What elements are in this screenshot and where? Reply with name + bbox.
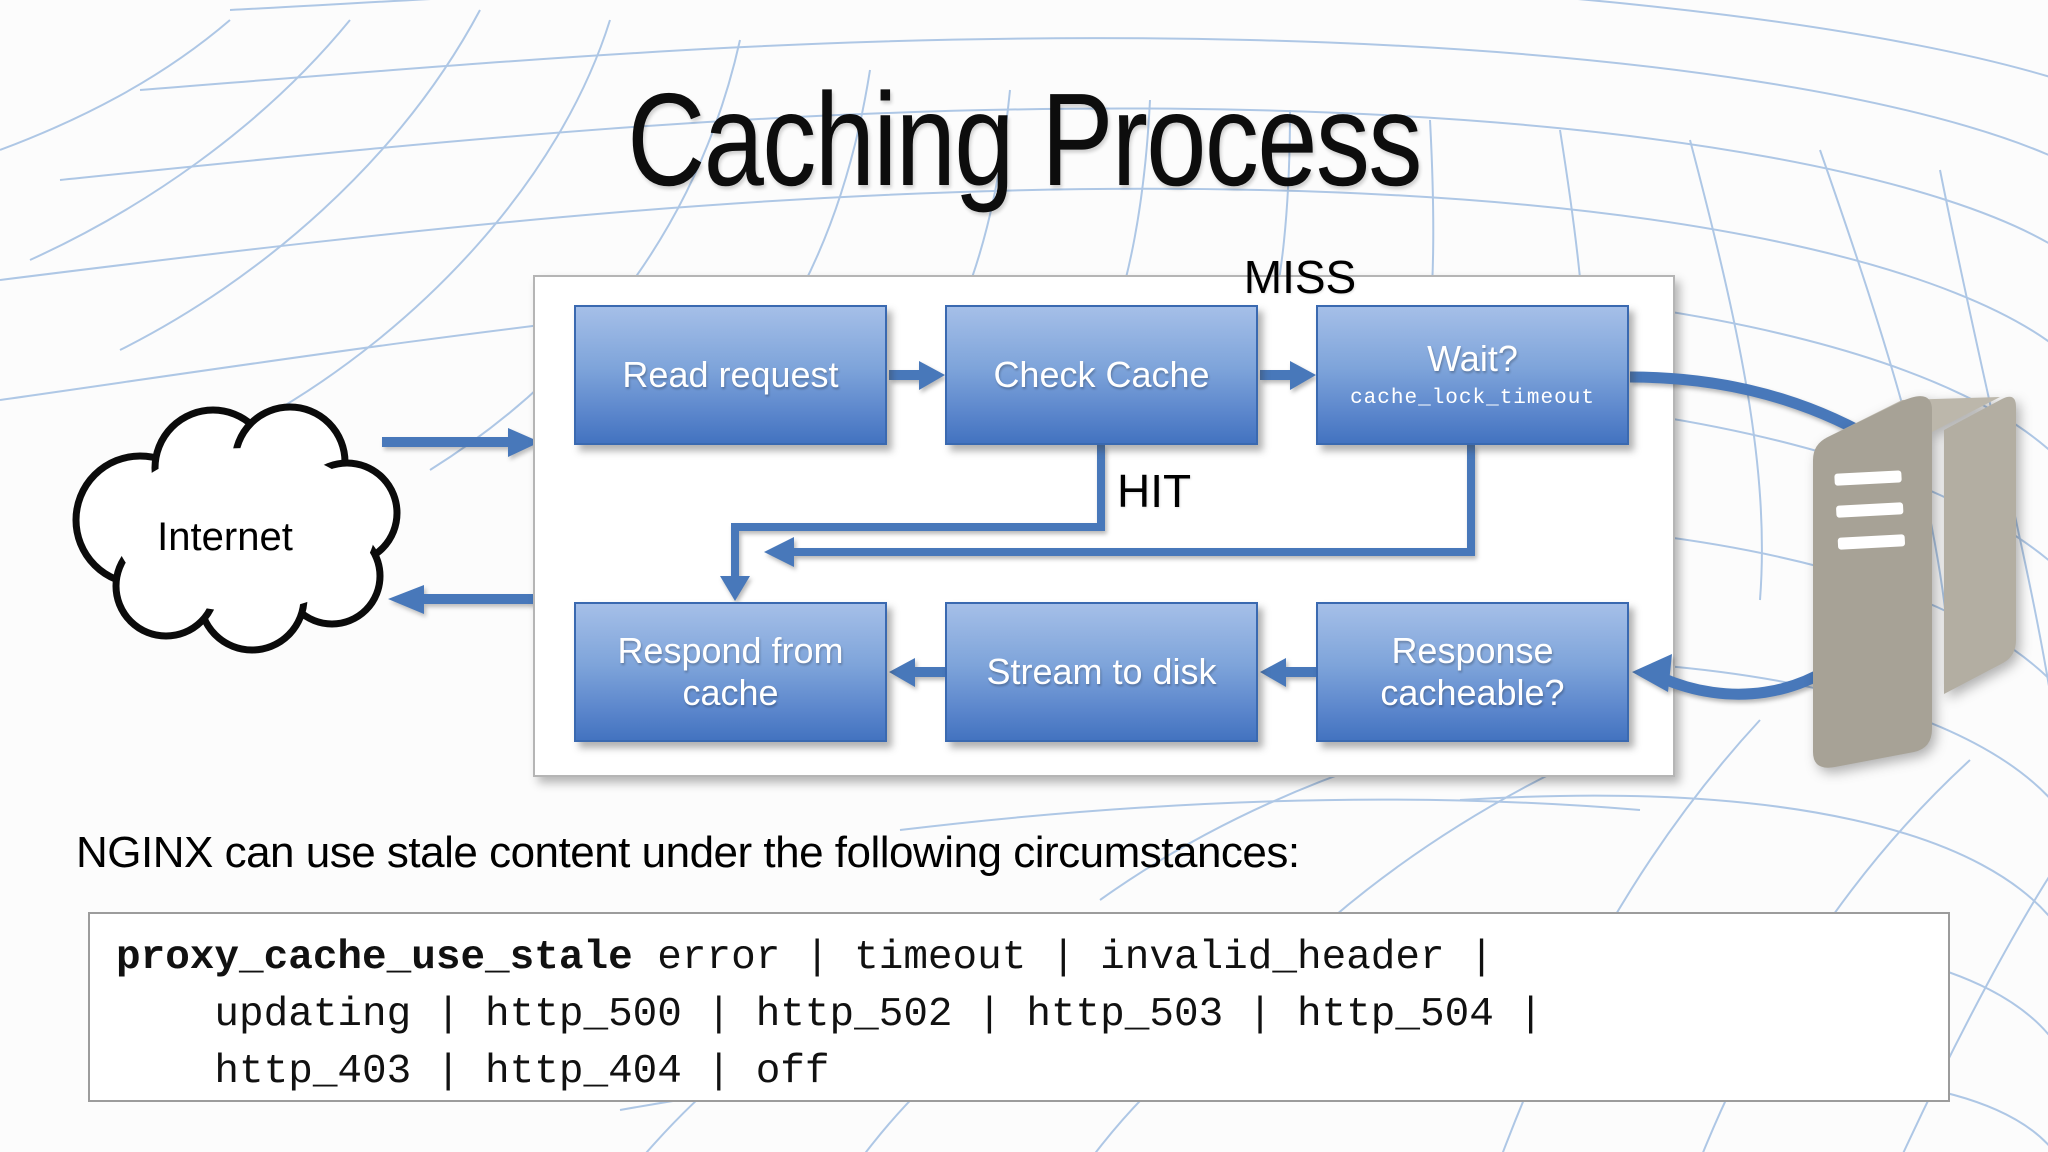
upstream-response-arrowhead (1632, 654, 1672, 692)
code-line2: updating | http_500 | http_502 | http_50… (116, 992, 1544, 1038)
internet-cloud-label: Internet (157, 515, 293, 559)
node-check-cache: Check Cache (945, 305, 1258, 445)
hit-path-arrowhead (720, 576, 750, 601)
node-stream-to-disk: Stream to disk (945, 602, 1258, 742)
response-arrow (388, 585, 573, 614)
node-stream-to-disk-label: Stream to disk (986, 650, 1217, 692)
code-directive: proxy_cache_use_stale (116, 935, 633, 981)
wait-path (792, 445, 1475, 556)
stream-to-respond-arrow (889, 658, 945, 687)
request-arrow (382, 428, 540, 457)
fetch-upstream-curve (1629, 371, 1875, 443)
page-title: Caching Process (627, 66, 1422, 213)
node-response-cacheable: Response cacheable? (1316, 602, 1629, 742)
cacheable-to-stream-arrow (1260, 658, 1316, 687)
stale-note: NGINX can use stale content under the fo… (76, 828, 1300, 877)
wait-path-arrowhead (764, 537, 794, 567)
code-line3: http_403 | http_404 | off (116, 1049, 830, 1095)
node-respond-from-cache-label: Respond from cache (617, 629, 844, 713)
config-code-block: proxy_cache_use_stale error | timeout | … (88, 912, 1950, 1102)
node-check-cache-label: Check Cache (993, 353, 1210, 395)
hit-label: HIT (1117, 465, 1192, 517)
node-wait-label: Wait? (1427, 338, 1518, 380)
hit-path (731, 445, 1105, 578)
node-wait: Wait? cache_lock_timeout (1316, 305, 1629, 445)
node-read-request-label: Read request (622, 353, 839, 395)
node-wait-sublabel: cache_lock_timeout (1350, 386, 1595, 410)
node-read-request: Read request (574, 305, 887, 445)
server-vent-bars (1834, 470, 1905, 550)
miss-label: MISS (1243, 251, 1357, 303)
node-respond-from-cache: Respond from cache (574, 602, 887, 742)
node-response-cacheable-label: Response cacheable? (1380, 629, 1565, 713)
check-to-wait-arrow (1260, 361, 1316, 390)
read-to-check-arrow (889, 361, 945, 390)
code-args-line1: error | timeout | invalid_header | (632, 935, 1494, 981)
